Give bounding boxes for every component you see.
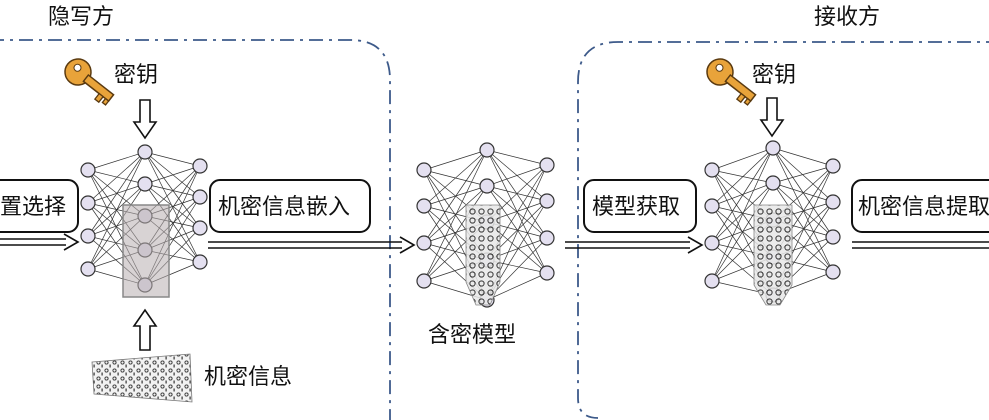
network-edge xyxy=(87,183,146,270)
network-node xyxy=(416,198,432,214)
network-edge xyxy=(772,182,834,203)
secret-info-arrow xyxy=(132,308,158,351)
network-node xyxy=(539,157,555,173)
receiver-key-arrow xyxy=(759,97,785,138)
network-node xyxy=(479,142,495,158)
stego-model-label: 含密模型 xyxy=(428,323,516,348)
network-node xyxy=(704,235,720,251)
network-edge xyxy=(87,151,146,237)
network-node xyxy=(704,273,720,289)
network-edge xyxy=(711,147,774,282)
network-node xyxy=(192,158,208,174)
receiver-output-arrow xyxy=(852,241,989,249)
sender-key-icon xyxy=(64,58,115,106)
sender-step2-box xyxy=(209,179,371,233)
network-node xyxy=(416,235,432,251)
receiver-key-icon xyxy=(706,58,757,106)
network-node xyxy=(192,254,208,270)
network-edge xyxy=(144,151,201,167)
network-node xyxy=(80,162,96,178)
network-node xyxy=(825,194,841,210)
network-node xyxy=(416,273,432,289)
network-node xyxy=(539,193,555,209)
network-node xyxy=(80,261,96,277)
network-edge xyxy=(87,169,146,185)
secret-info-label: 机密信息 xyxy=(204,365,292,390)
network-node xyxy=(416,162,432,178)
network-node xyxy=(192,189,208,205)
network-edge xyxy=(486,149,548,239)
network-edge xyxy=(423,185,488,282)
sender-input-arrow xyxy=(0,233,80,251)
receiver-step2-box xyxy=(851,179,989,233)
network-node xyxy=(137,176,153,192)
network-node xyxy=(765,140,781,156)
network-edge xyxy=(87,151,146,270)
network-edge xyxy=(711,147,774,171)
embedding-region-highlight xyxy=(122,204,170,298)
network-edge xyxy=(711,147,774,207)
sender-key-arrow xyxy=(132,99,158,140)
network-edge xyxy=(423,185,488,244)
network-edge xyxy=(711,182,774,207)
sender-step1-label: 置选择 xyxy=(0,195,66,220)
network-edge xyxy=(144,183,201,229)
network-node xyxy=(825,264,841,280)
network-node xyxy=(825,158,841,174)
network-edge xyxy=(711,169,774,184)
sender-step2-label: 机密信息嵌入 xyxy=(218,195,350,220)
network-edge xyxy=(144,165,201,185)
network-node xyxy=(704,162,720,178)
network-edge xyxy=(772,147,834,203)
network-node xyxy=(539,265,555,281)
network-edge xyxy=(711,182,774,282)
sender-step1-box xyxy=(0,179,79,233)
network-edge xyxy=(144,151,201,263)
model-to-receiver-arrow xyxy=(565,236,704,254)
network-node xyxy=(479,178,495,194)
network-edge xyxy=(772,147,834,167)
network-node xyxy=(137,144,153,160)
stego-model-embedded-region xyxy=(465,204,501,306)
sender-title: 隐写方 xyxy=(48,5,114,30)
secret-info-bits-image xyxy=(91,353,193,403)
network-edge xyxy=(144,151,201,229)
network-edge xyxy=(486,149,548,166)
network-node xyxy=(539,230,555,246)
network-edge xyxy=(423,149,488,282)
network-edge xyxy=(711,147,774,244)
network-node xyxy=(825,229,841,245)
network-edge xyxy=(144,183,201,263)
network-node xyxy=(765,175,781,191)
sender-to-model-arrow xyxy=(208,236,416,254)
network-edge xyxy=(486,185,548,274)
network-edge xyxy=(144,183,201,198)
network-edge xyxy=(772,165,834,184)
receiver-title: 接收方 xyxy=(814,5,880,30)
network-edge xyxy=(711,182,774,244)
receiver-step1-label: 模型获取 xyxy=(592,195,680,220)
network-node xyxy=(192,220,208,236)
receiver-embedded-region xyxy=(753,204,793,306)
network-edge xyxy=(423,149,488,207)
network-node xyxy=(704,198,720,214)
network-node xyxy=(80,195,96,211)
receiver-step2-label: 机密信息提取 xyxy=(858,195,989,220)
network-edge xyxy=(144,151,201,198)
network-edge xyxy=(486,164,548,187)
network-edge xyxy=(87,151,146,204)
receiver-key-label: 密钥 xyxy=(752,63,796,88)
sender-region: 隐写方 xyxy=(0,5,391,420)
receiver-region: 接收方 xyxy=(577,5,989,419)
network-edge xyxy=(772,182,834,238)
network-edge xyxy=(772,182,834,273)
sender-key-label: 密钥 xyxy=(114,63,158,88)
network-node xyxy=(80,228,96,244)
network-edge xyxy=(486,272,548,301)
network-edge xyxy=(87,151,146,171)
receiver-step1-box xyxy=(583,179,697,233)
network-edge xyxy=(423,149,488,244)
network-edge xyxy=(423,149,488,171)
